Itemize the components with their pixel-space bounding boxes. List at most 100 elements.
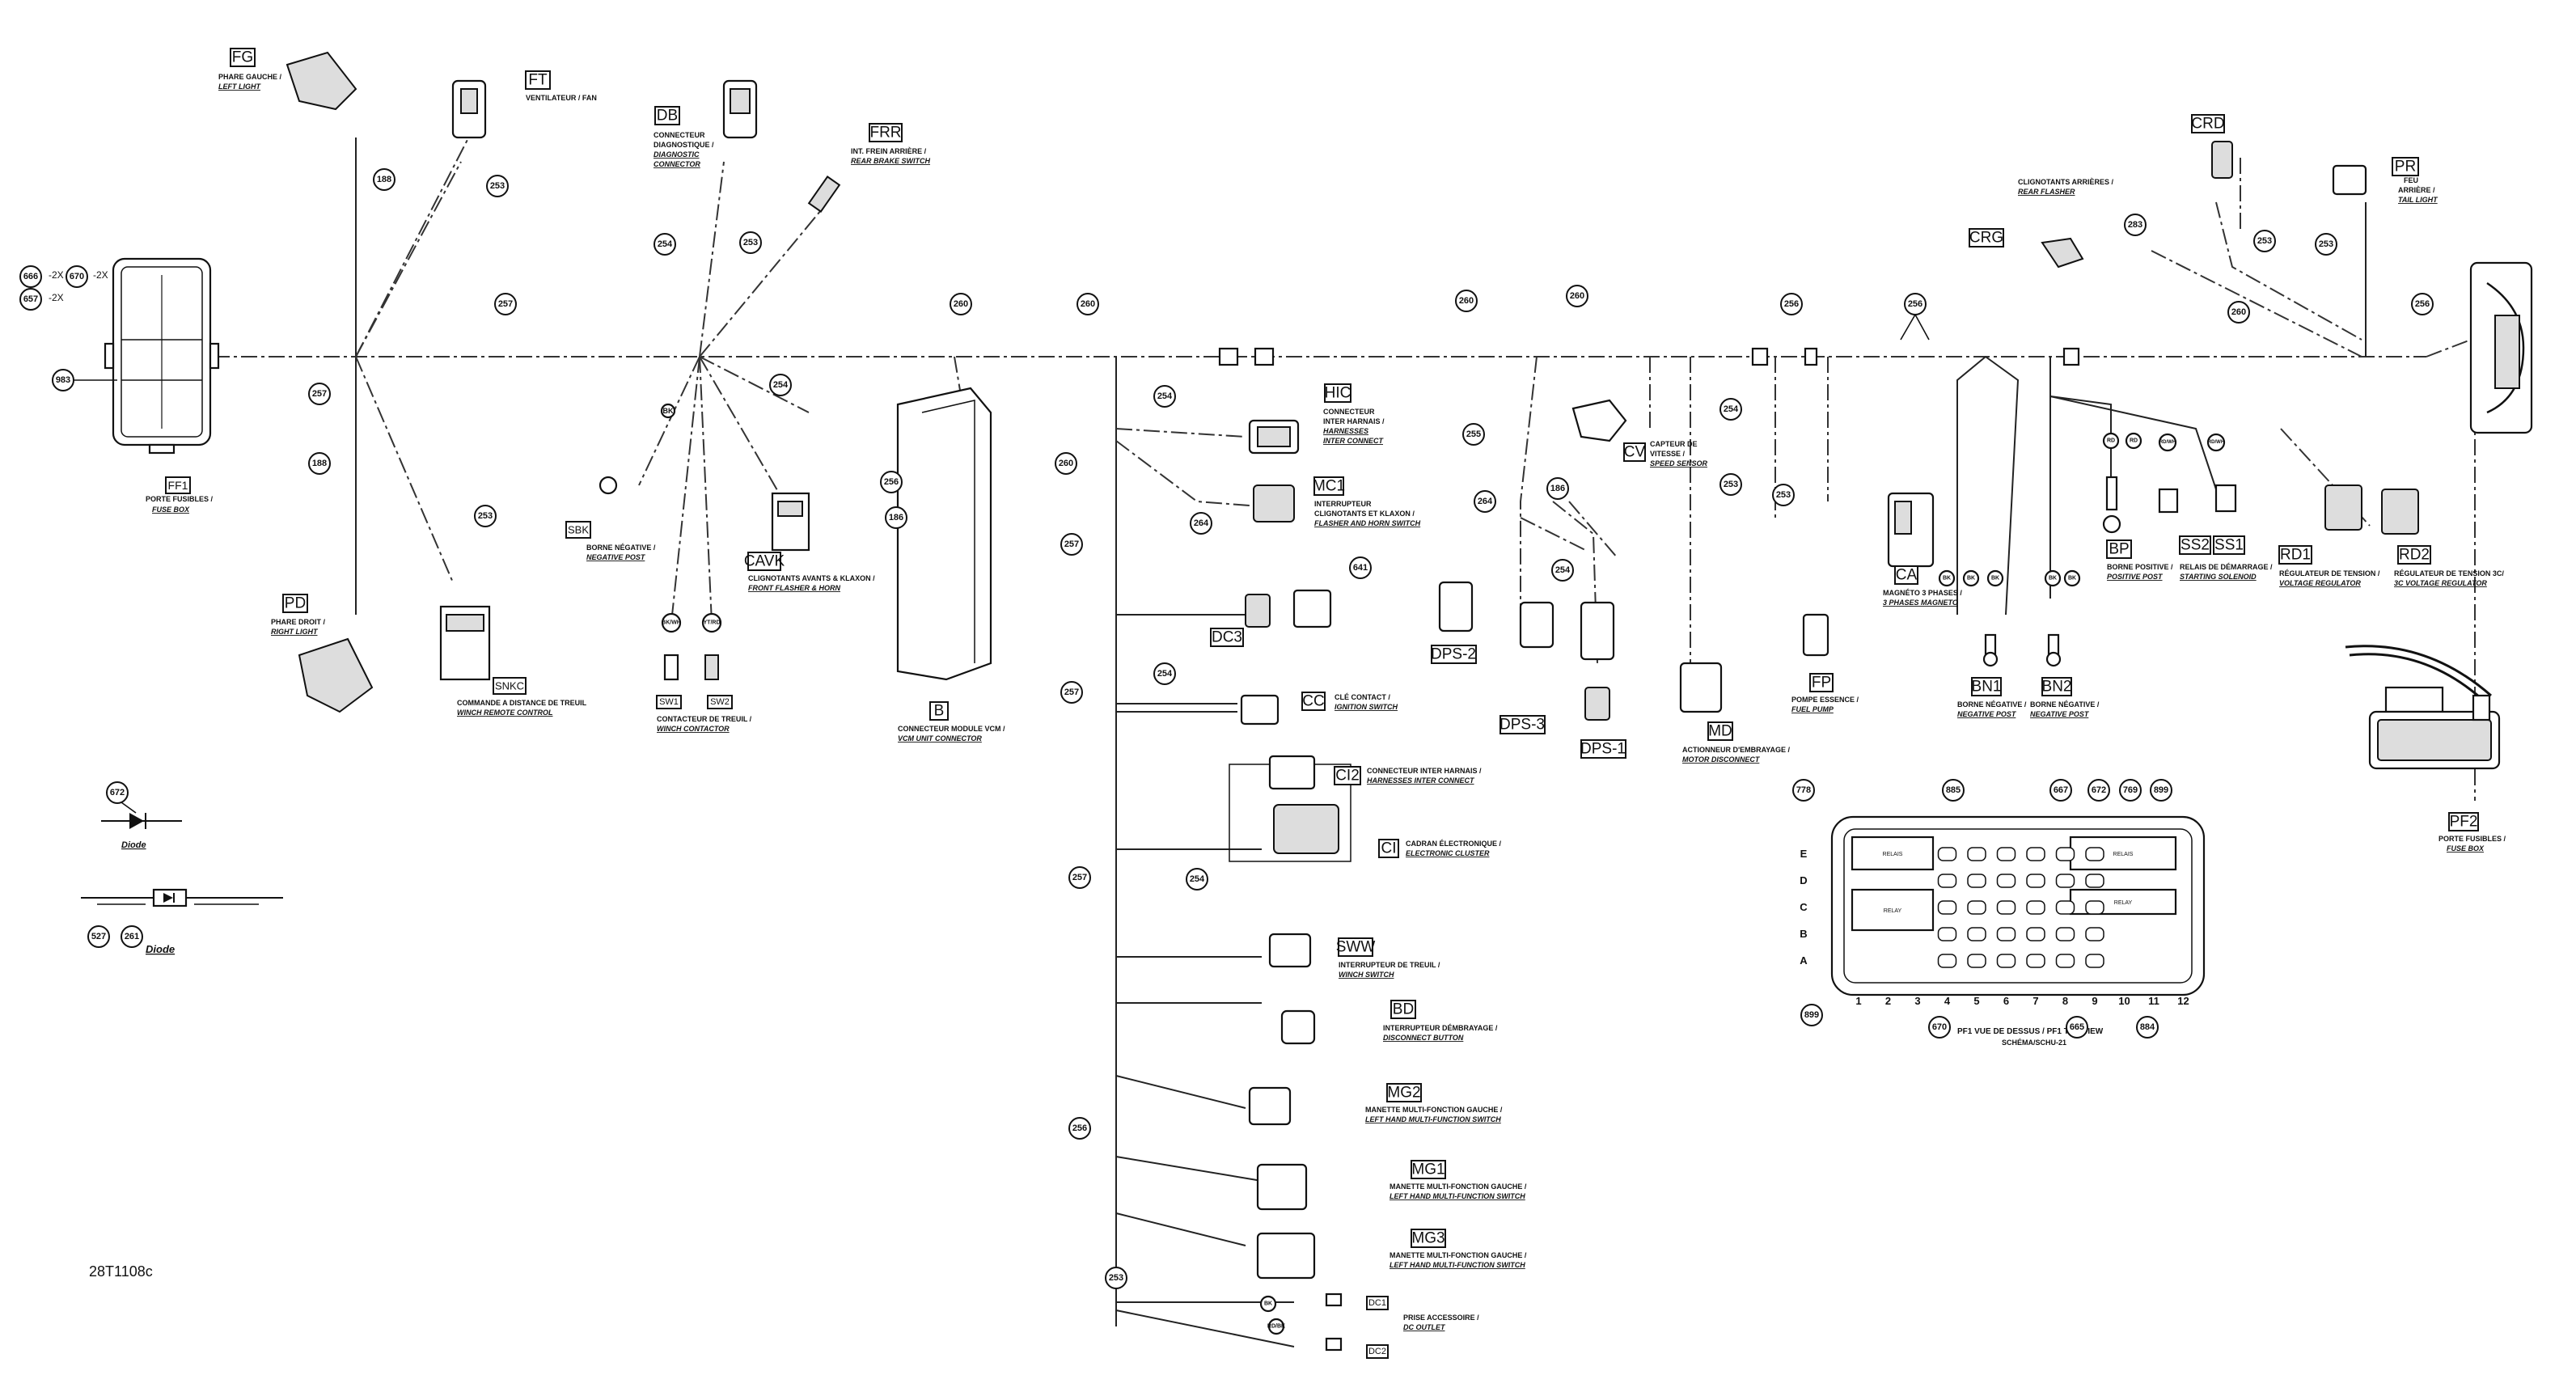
mg3-code: MG3: [1411, 1230, 1445, 1247]
b-vcm-connector: B CONNECTEUR MODULE VCM / VCM UNIT CONNE…: [896, 387, 1005, 742]
cavk-code: CAVK: [744, 553, 785, 570]
pf1-fuse-slot: [1967, 874, 1986, 888]
pd-label-en: RIGHT LIGHT: [271, 628, 319, 636]
cc-ignition-switch: CC CLÉ CONTACT / IGNITION SWITCH: [1240, 692, 1398, 726]
ref-260c: 260: [1059, 459, 1073, 468]
contactor-label-en: WINCH CONTACTOR: [657, 725, 730, 733]
ref-255: 255: [1466, 429, 1481, 439]
pf1-col-6: 6: [2003, 995, 2009, 1007]
ci-code: CI: [1381, 840, 1397, 857]
mg2-label-fr: MANETTE MULTI-FONCTION GAUCHE /: [1365, 1106, 1503, 1114]
pf1-fuse-slot: [2026, 900, 2045, 915]
b-code: B: [934, 703, 945, 720]
mg1-label-en: LEFT HAND MULTI-FUNCTION SWITCH: [1390, 1192, 1525, 1200]
bn-negative-posts: BK BK BK BK BK BN1 BORNE NÉGATIVE / NEGA…: [1938, 569, 2100, 718]
ref-527: 527: [91, 932, 106, 941]
pf1-row-B: B: [1800, 928, 1807, 940]
mc1-label-2: CLIGNOTANTS ET KLAXON /: [1314, 510, 1415, 518]
ref-253g: 253: [2257, 236, 2272, 246]
pf1-fuse-slot: [1996, 847, 2016, 861]
rd-voltage-regulators: RD1 RÉGULATEUR DE TENSION / VOLTAGE REGU…: [2278, 484, 2504, 587]
ref-253f: 253: [1109, 1273, 1123, 1283]
mc1-flasher-horn-switch: MC1 INTERRUPTEUR CLIGNOTANTS ET KLAXON /…: [1253, 476, 1421, 527]
pf1-fuse-slot: [2026, 927, 2045, 941]
ref-260e: 260: [1570, 291, 1584, 301]
pr-label-2: ARRIÈRE /: [2398, 186, 2435, 194]
ref-657: 657: [23, 294, 38, 304]
pd-label-fr: PHARE DROIT /: [271, 618, 326, 626]
diode-label-1: Diode: [121, 840, 146, 850]
pf2-fuse-box: PF2 PORTE FUSIBLES / FUSE BOX: [2345, 645, 2506, 852]
ref-641: 641: [1353, 563, 1368, 573]
ref-186: 186: [889, 513, 903, 522]
sw1-code: SW1: [659, 697, 679, 707]
ref-254e: 254: [1190, 874, 1205, 884]
ref-186b: 186: [1550, 484, 1565, 493]
mg1-label-fr: MANETTE MULTI-FONCTION GAUCHE /: [1390, 1182, 1527, 1191]
db-label-4: CONNECTOR: [654, 160, 700, 168]
db-diagnostic: DB CONNECTEUR DIAGNOSTIQUE / DIAGNOSTIC …: [654, 79, 758, 168]
cv-label-1: CAPTEUR DE: [1650, 440, 1698, 448]
dc-label-fr: PRISE ACCESSOIRE /: [1403, 1314, 1479, 1322]
sww-label-en: WINCH SWITCH: [1339, 971, 1394, 979]
diode-symbol-1: 672 Diode: [101, 781, 182, 850]
pf1-col-5: 5: [1973, 995, 1979, 1007]
mg2-label-en: LEFT HAND MULTI-FUNCTION SWITCH: [1365, 1115, 1501, 1123]
cavk-front-flasher-horn: CAVK CLIGNOTANTS AVANTS & KLAXON / FRONT…: [744, 492, 875, 592]
pf1-fuse-slot: [2085, 954, 2104, 968]
ref-665: 665: [2070, 1022, 2084, 1032]
pf1-col-8: 8: [2062, 995, 2068, 1007]
pf1-relay-2: RELAY: [1884, 908, 1902, 914]
rd2-code: RD2: [2399, 547, 2430, 564]
ci2-label-en: HARNESSES INTER CONNECT: [1367, 776, 1475, 785]
crd-code: CRD: [2191, 116, 2224, 133]
pd-code: PD: [285, 595, 306, 612]
crd-connector: CRD: [2191, 114, 2233, 179]
ff1-label-fr: PORTE FUSIBLES /: [146, 495, 214, 503]
ref-899b: 899: [1804, 1010, 1819, 1020]
hic-label-4: INTER CONNECT: [1323, 437, 1385, 445]
sbk-wire-color: BK: [663, 407, 674, 415]
ref-x2b: -2X: [93, 269, 108, 281]
pr-code: PR: [2395, 159, 2416, 176]
harness-coupler: [1218, 347, 1239, 366]
pf2-label-fr: PORTE FUSIBLES /: [2439, 835, 2506, 843]
dc-outlet: BK RD/BK DC1 DC2 PRISE ACCESSOIRE / DC O…: [1259, 1292, 1479, 1359]
pf1-fuse-slot: [1996, 954, 2016, 968]
pf1-view-label: PF1 VUE DE DESSUS / PF1 TOP VIEW: [1957, 1027, 2104, 1036]
sbk-label-en: NEGATIVE POST: [586, 553, 646, 561]
bn1-wire-3: BK: [1991, 576, 1999, 582]
ref-188b: 188: [312, 459, 327, 468]
pf1-fuse-slot: [1996, 927, 2016, 941]
ca-label-en: 3 PHASES MAGNETO: [1883, 599, 1958, 607]
bp-wire-2: RD: [2130, 438, 2138, 444]
ref-672b: 672: [2092, 785, 2106, 795]
bn2-wire-1: BK: [2049, 576, 2057, 582]
pf1-col-7: 7: [2032, 995, 2038, 1007]
rd2-label-en: 3C VOLTAGE REGULATOR: [2394, 579, 2487, 587]
fp-fuel-pump: FP POMPE ESSENCE / FUEL PUMP: [1791, 613, 1859, 713]
ref-256c: 256: [1784, 299, 1799, 309]
hic-label-1: CONNECTEUR: [1323, 408, 1375, 416]
pf1-fuse-slot: [1967, 927, 1986, 941]
harness-coupler: [1751, 347, 1769, 366]
dc3-code: DC3: [1212, 629, 1242, 646]
sww-code: SWW: [1336, 939, 1376, 956]
dps-sensors: DPS-2 DPS-3 DPS-1: [1431, 581, 1626, 759]
bn1-wire-1: BK: [1943, 576, 1951, 582]
bn2-code: BN2: [2042, 679, 2072, 696]
dc3-connector: 641 DC3: [1210, 556, 1372, 647]
db-code: DB: [657, 108, 678, 125]
frr-code: FRR: [869, 125, 901, 142]
mc1-label-1: INTERRUPTEUR: [1314, 500, 1372, 508]
bn2-label-en: NEGATIVE POST: [2030, 710, 2090, 718]
dc2-code: DC2: [1368, 1347, 1386, 1356]
ref-256a: 256: [884, 477, 899, 487]
pf1-row-C: C: [1800, 901, 1808, 913]
ref-188a: 188: [377, 175, 391, 184]
ref-256b: 256: [1072, 1123, 1087, 1133]
ref-283: 283: [2128, 220, 2142, 230]
ref-253d: 253: [1724, 480, 1738, 489]
ref-253c: 253: [743, 238, 758, 248]
